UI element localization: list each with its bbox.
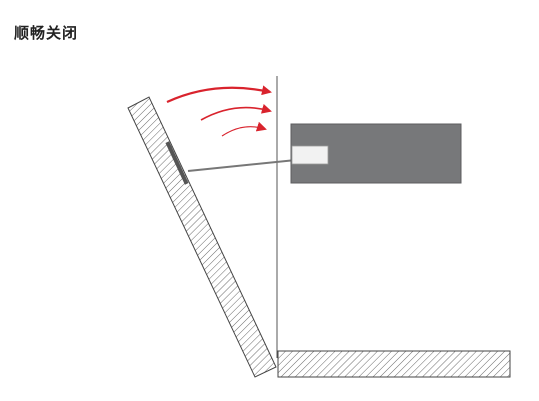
- diagram-title: 顺畅关闭: [14, 24, 79, 42]
- motion-arrow-medium: [200, 103, 272, 121]
- door-bumper: [165, 141, 189, 185]
- damper-slot: [291, 145, 329, 165]
- motion-arrow-small: [221, 121, 267, 137]
- cabinet-bottom-hatched: [277, 350, 511, 378]
- curved-arrow-icon: [166, 85, 272, 137]
- damper-rod: [187, 159, 297, 172]
- door-panel: [127, 96, 277, 378]
- motion-arrow-large: [166, 85, 272, 104]
